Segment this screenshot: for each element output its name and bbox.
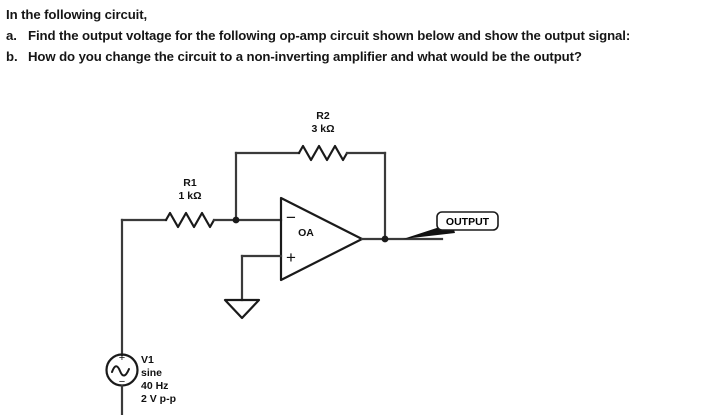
source-waveform-label: sine (141, 367, 162, 379)
question-marker-b: b. (6, 49, 18, 64)
node-output-junction (381, 235, 389, 243)
opamp-noninverting-sign: + (286, 248, 296, 267)
resistor-r2-value: 3 kΩ (311, 123, 334, 135)
source-frequency-label: 40 Hz (141, 380, 168, 392)
source-amplitude-label: 2 V p-p (141, 393, 176, 405)
question-text-a: Find the output voltage for the followin… (28, 28, 631, 43)
source-name-label: V1 (141, 354, 154, 366)
opamp-label: OA (298, 227, 314, 239)
resistor-r2-symbol (297, 144, 349, 162)
circuit-schematic: R2 3 kΩ R1 1 kΩ + − V1 sine 40 Hz 2 V p-… (105, 110, 499, 415)
source-plus-sign: + (119, 352, 125, 364)
resistor-r1-symbol (164, 211, 216, 229)
question-item-b: b. How do you change the circuit to a no… (6, 46, 666, 67)
question-marker-a: a. (6, 28, 17, 43)
resistor-r1-name: R1 (183, 177, 197, 189)
node-inverting-junction (232, 216, 240, 224)
question-block: In the following circuit, a. Find the ou… (6, 4, 666, 67)
opamp-inverting-sign: − (286, 208, 296, 227)
question-text-b: How do you change the circuit to a non-i… (28, 49, 582, 64)
resistor-r1-value: 1 kΩ (178, 190, 201, 202)
resistor-r2-name: R2 (316, 110, 330, 122)
circuit-diagram: R2 3 kΩ R1 1 kΩ + − V1 sine 40 Hz 2 V p-… (0, 105, 721, 415)
question-item-a: a. Find the output voltage for the follo… (6, 25, 666, 46)
question-intro: In the following circuit, (6, 7, 148, 22)
ground-symbol-noninverting (223, 298, 261, 320)
output-callout-box[interactable] (436, 211, 499, 231)
sine-wave-icon (111, 365, 130, 377)
output-callout-label: OUTPUT (446, 216, 490, 228)
opamp-triangle-symbol (279, 196, 364, 282)
source-minus-sign: − (119, 376, 125, 388)
